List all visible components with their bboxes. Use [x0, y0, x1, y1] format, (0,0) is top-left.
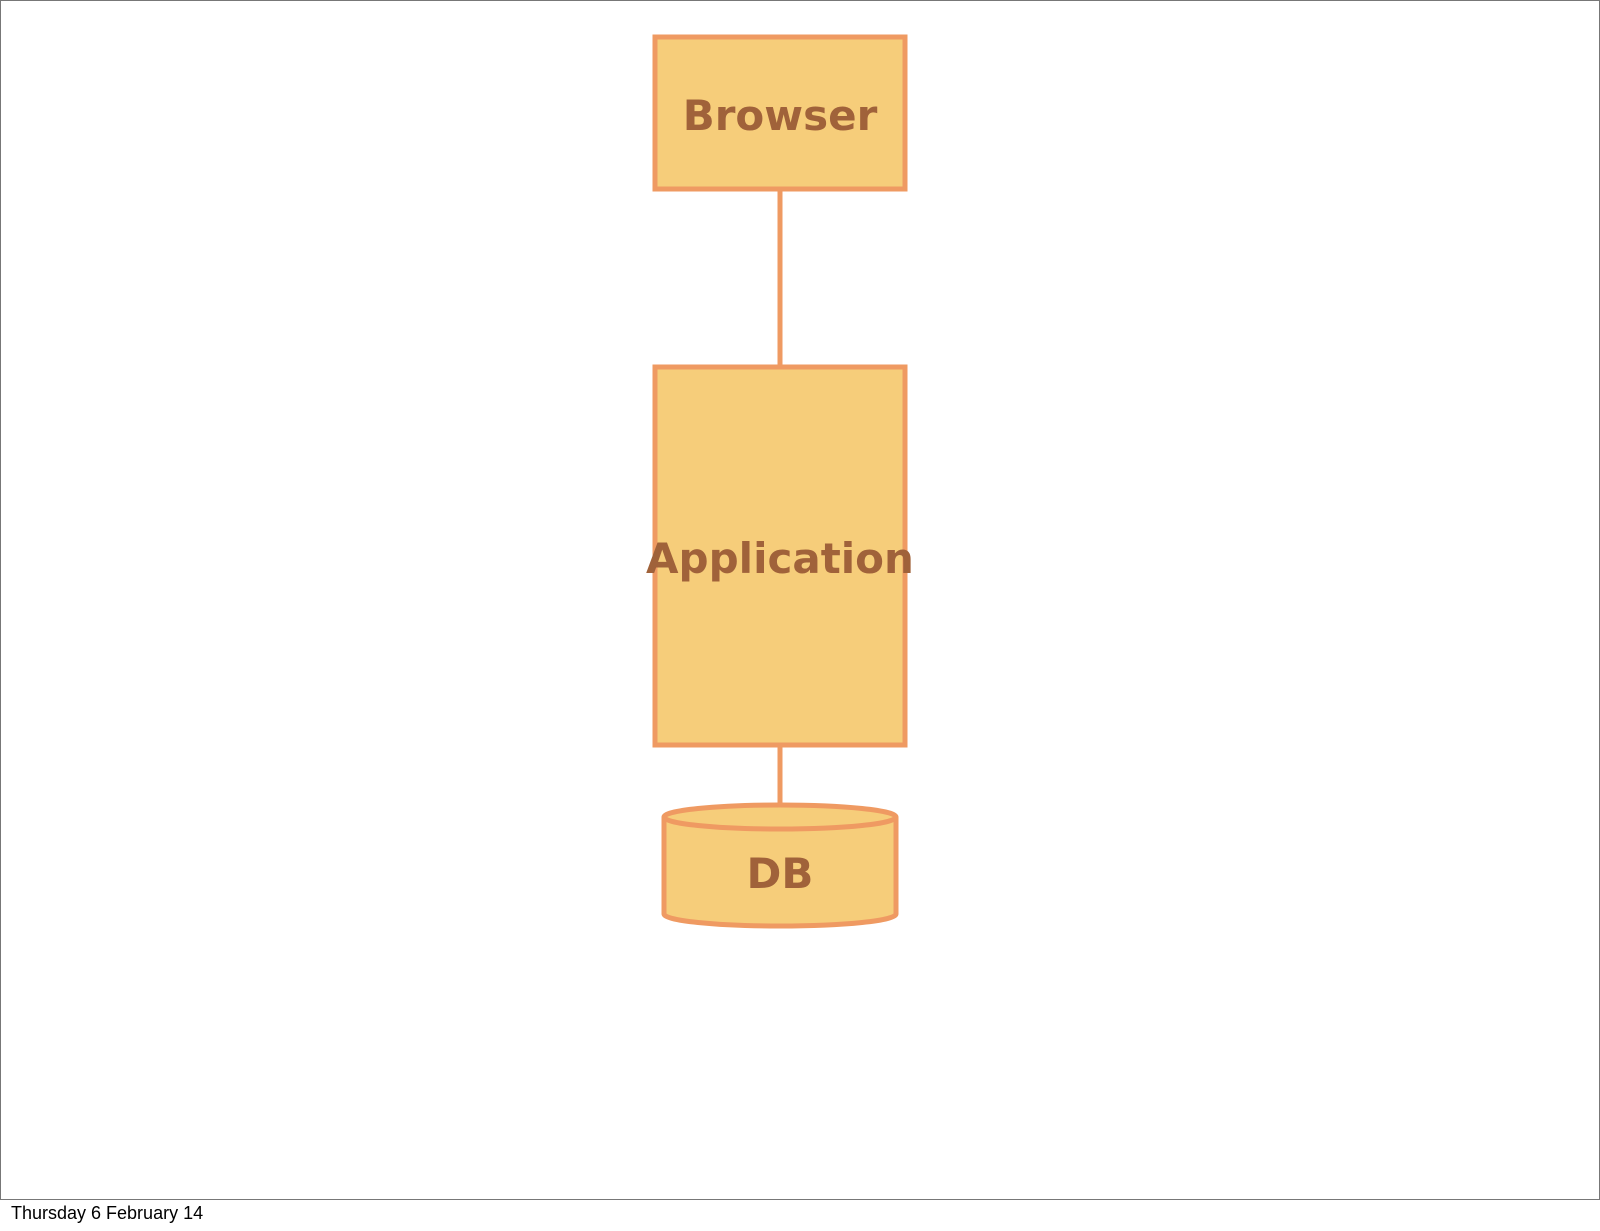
- database-icon: DB: [661, 802, 899, 929]
- architecture-diagram: Browser Application DB: [646, 34, 914, 929]
- browser-node: Browser: [652, 34, 908, 192]
- db-label: DB: [747, 849, 814, 898]
- application-node: Application: [646, 364, 914, 748]
- application-label: Application: [646, 534, 914, 583]
- db-cylinder-top: [661, 802, 899, 832]
- footer-date: Thursday 6 February 14: [11, 1203, 204, 1223]
- browser-box: [652, 34, 908, 192]
- slide-canvas: Browser Application DB: [0, 0, 1600, 1200]
- db-cylinder-body: [661, 817, 899, 929]
- browser-label: Browser: [683, 91, 878, 140]
- application-box: [652, 364, 908, 748]
